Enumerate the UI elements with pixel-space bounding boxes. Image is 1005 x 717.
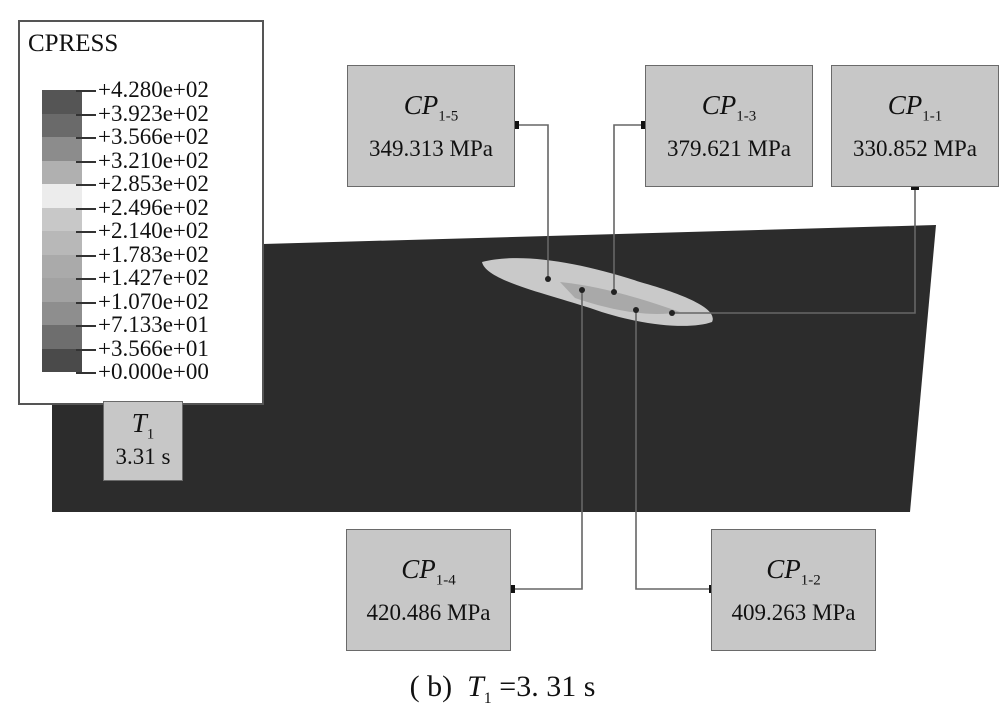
- cpress-legend: CPRESS +4.280e+02+3.923e+02+3.566e+02+3.…: [18, 20, 264, 405]
- legend-swatch: [42, 301, 82, 325]
- cp-value-1-2: 409.263 MPa: [731, 600, 856, 625]
- legend-value: +2.496e+02: [98, 194, 209, 220]
- contact-patch-inner: [560, 282, 680, 315]
- legend-value: +3.210e+02: [98, 147, 209, 173]
- legend-swatch: [42, 231, 82, 255]
- legend-swatch: [42, 160, 82, 184]
- leader-line-cp15: [515, 124, 549, 278]
- legend-tick: [76, 348, 96, 351]
- cp-label-1-5: CP1-5: [403, 90, 459, 125]
- point-cp14: [579, 287, 585, 293]
- legend-value: +4.280e+02: [98, 77, 209, 102]
- legend-value: +1.070e+02: [98, 288, 209, 314]
- time-box: T1 3.31 s: [103, 401, 183, 481]
- anchor-cp15: [511, 121, 519, 129]
- caption-rest: =3. 31 s: [499, 670, 596, 703]
- legend-tick: [76, 301, 96, 304]
- caption-symbol: T: [467, 670, 484, 703]
- cp-value-1-4: 420.486 MPa: [366, 600, 491, 625]
- legend-tick: [76, 372, 96, 374]
- cp-value-1-1: 330.852 MPa: [853, 136, 977, 161]
- rail-surface: [52, 225, 936, 512]
- cp-value-1-5: 349.313 MPa: [369, 136, 493, 161]
- leader-line-cp13: [613, 124, 645, 292]
- cp-label-1-3: CP1-3: [701, 90, 757, 125]
- anchor-cp14: [507, 585, 515, 593]
- legend-tick: [76, 113, 96, 116]
- legend-tick: [76, 90, 96, 92]
- legend-value: +2.140e+02: [98, 218, 209, 243]
- legend-swatch: [42, 137, 82, 161]
- legend-swatch: [42, 90, 82, 114]
- legend-value: +2.853e+02: [98, 171, 209, 196]
- legend-value: +1.427e+02: [98, 265, 209, 290]
- legend-tick: [76, 325, 96, 327]
- cp-label-1-1: CP1-1: [887, 90, 943, 125]
- leader-line-cp14: [511, 290, 583, 590]
- cp-value-1-3: 379.621 MPa: [667, 136, 791, 161]
- legend-value: +3.923e+02: [98, 100, 209, 126]
- cp-box-1-1: CP1-1 330.852 MPa: [831, 65, 999, 187]
- leader-line-cp12: [635, 310, 713, 590]
- legend-swatch: [42, 184, 82, 208]
- cp-box-1-4: CP1-4 420.486 MPa: [346, 529, 511, 651]
- legend-swatch: [42, 325, 82, 349]
- caption-sub: 1: [483, 690, 492, 707]
- point-cp13: [611, 289, 617, 295]
- legend-swatch: [42, 113, 82, 137]
- legend-tick: [76, 207, 96, 210]
- legend-tick: [76, 137, 96, 139]
- caption-prefix: ( b): [409, 670, 453, 703]
- cp-box-1-3: CP1-3 379.621 MPa: [645, 65, 813, 187]
- cp-label-1-4: CP1-4: [401, 554, 456, 589]
- time-label: T1: [131, 408, 155, 443]
- legend-swatch: [42, 348, 82, 372]
- legend-value: +0.000e+00: [98, 359, 209, 384]
- point-cp15: [545, 276, 551, 282]
- legend-swatch: [42, 254, 82, 278]
- leader-line-cp11: [672, 186, 916, 314]
- figure-caption: ( b) T1 =3. 31 s: [0, 670, 1005, 708]
- legend-tick: [76, 231, 96, 233]
- legend-value: +7.133e+01: [98, 312, 209, 337]
- legend-value: +3.566e+01: [98, 335, 209, 361]
- legend-swatch: [42, 207, 82, 231]
- legend-value: +1.783e+02: [98, 241, 209, 267]
- cp-box-1-2: CP1-2 409.263 MPa: [711, 529, 876, 651]
- point-cp12: [633, 307, 639, 313]
- cp-label-1-2: CP1-2: [766, 554, 821, 589]
- legend-tick: [76, 160, 96, 163]
- cp-box-1-5: CP1-5 349.313 MPa: [347, 65, 515, 187]
- legend-tick: [76, 278, 96, 280]
- legend-tick: [76, 184, 96, 186]
- legend-tick: [76, 254, 96, 257]
- legend-value: +3.566e+02: [98, 124, 209, 149]
- time-value: 3.31 s: [115, 444, 171, 469]
- legend-swatch: [42, 278, 82, 302]
- legend-title: CPRESS: [28, 30, 119, 57]
- point-cp11: [669, 310, 675, 316]
